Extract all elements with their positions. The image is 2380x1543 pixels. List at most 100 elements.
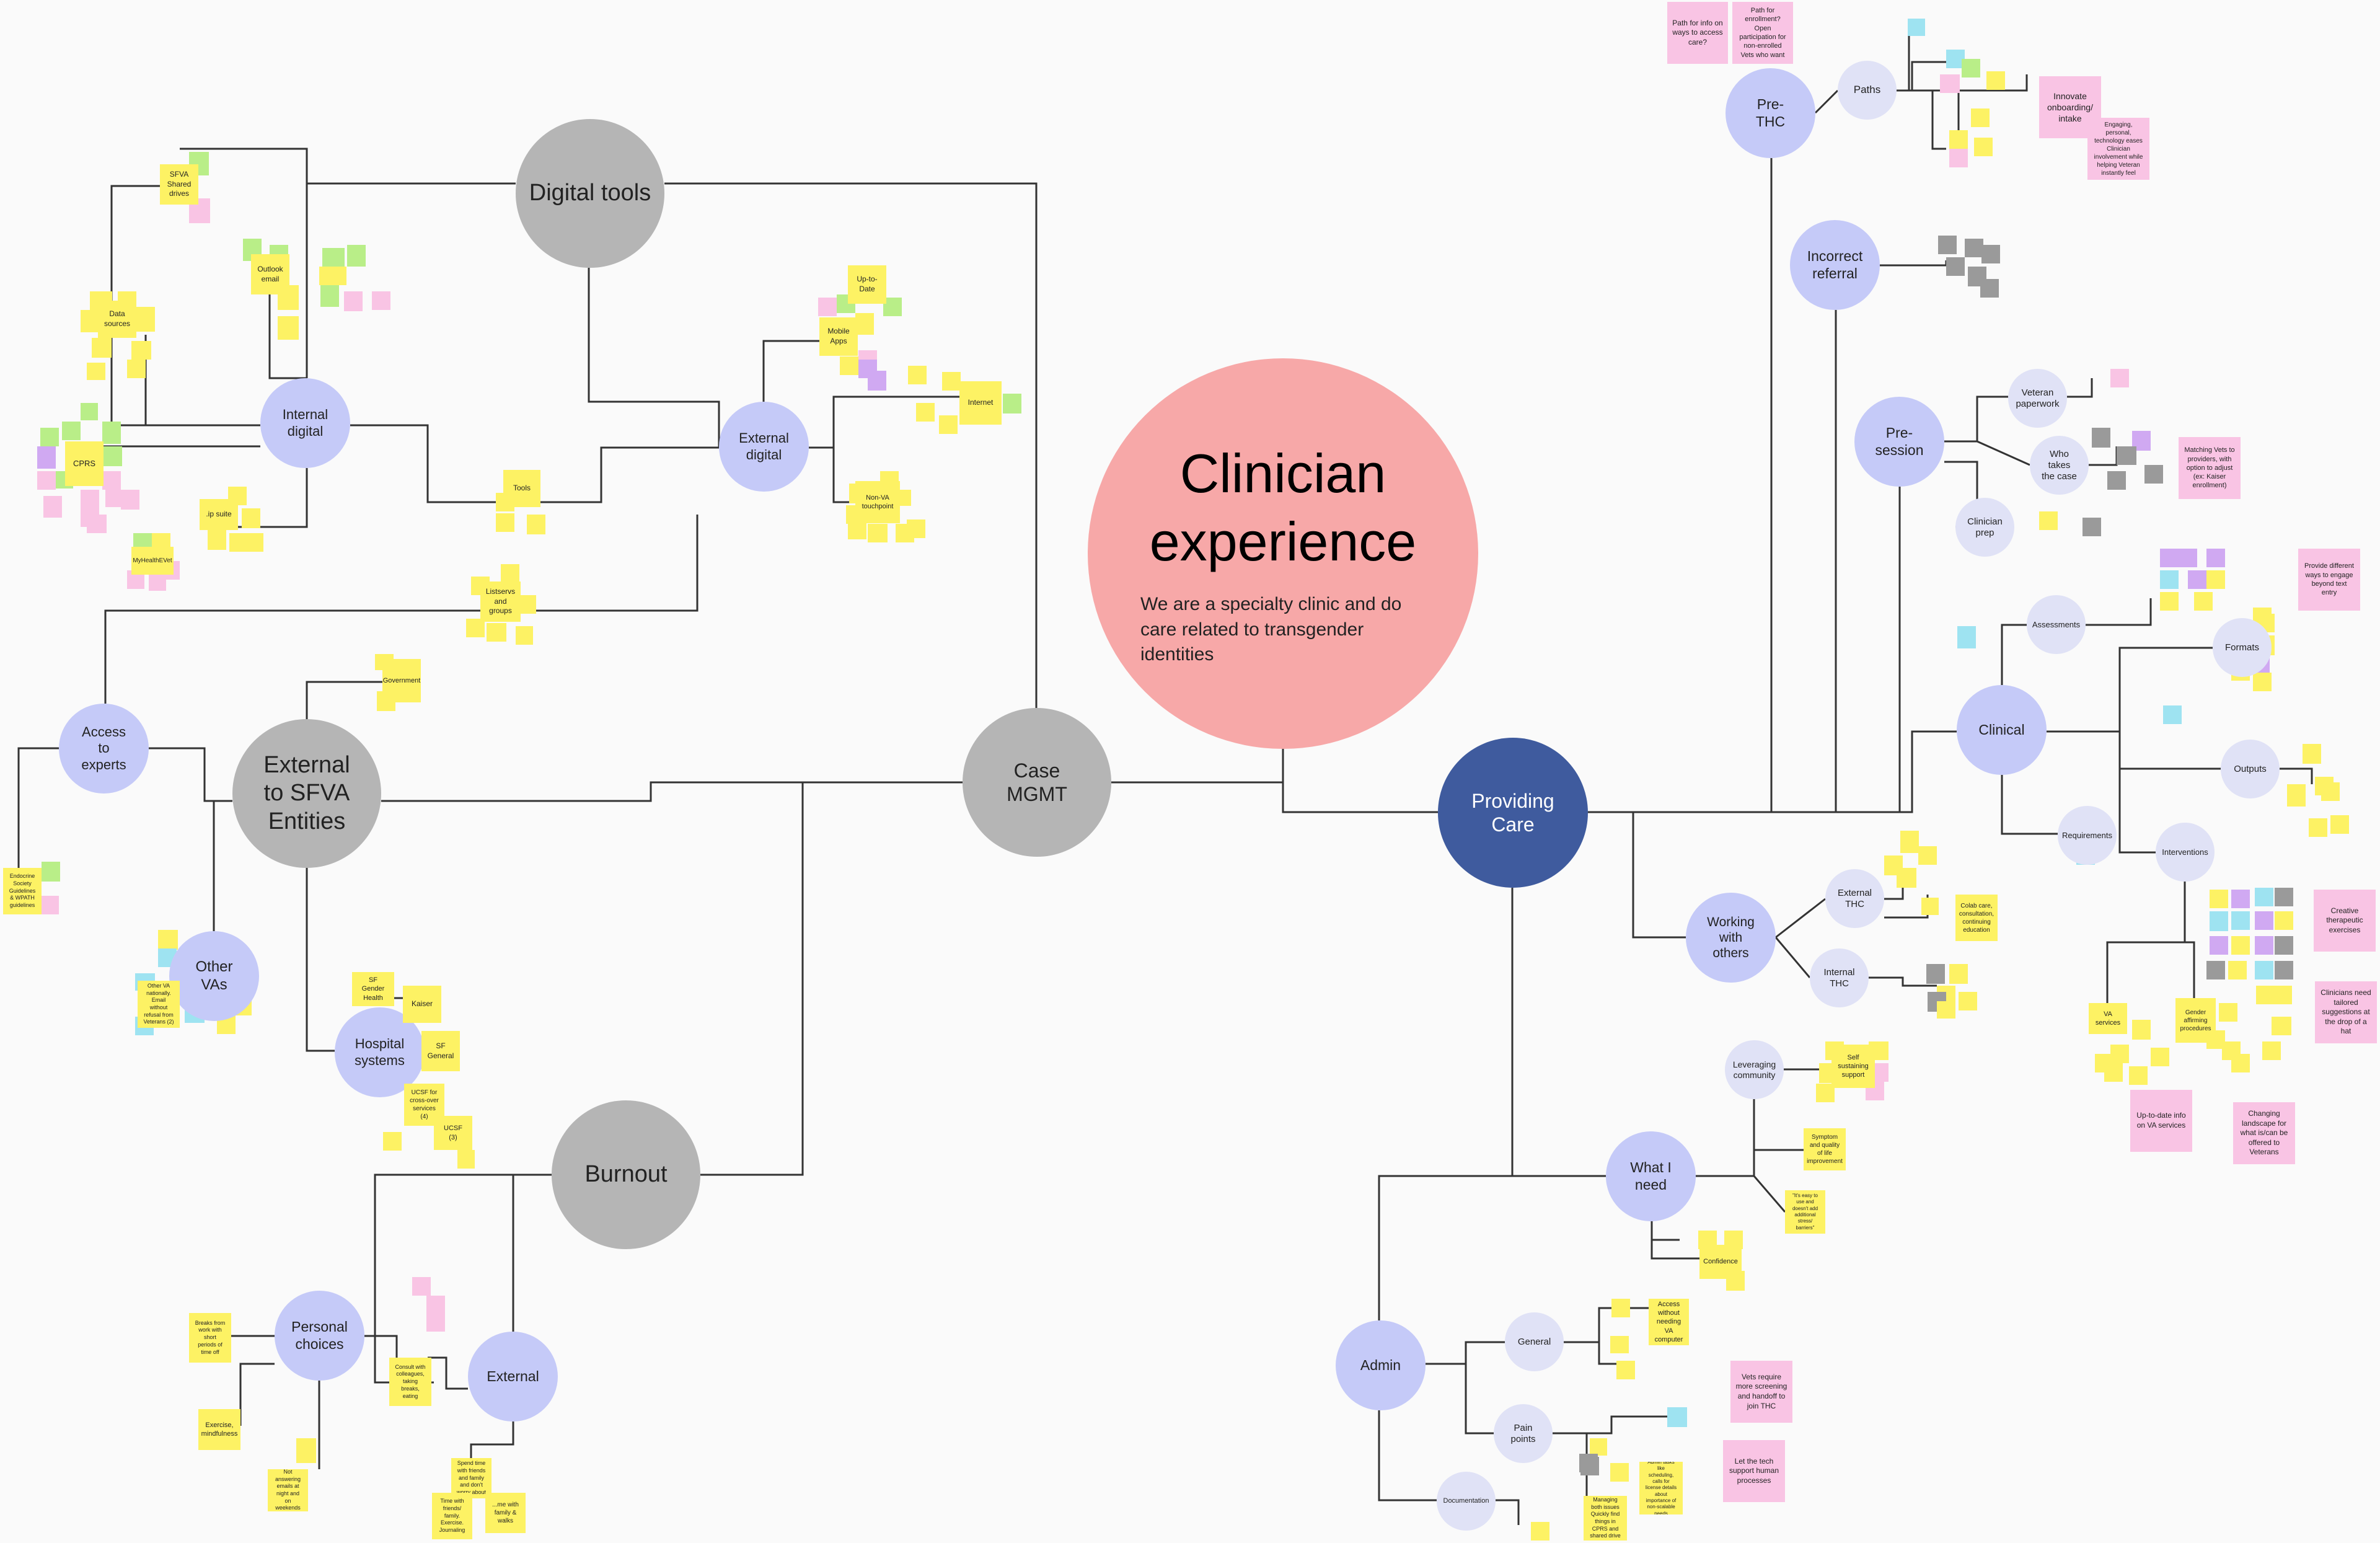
small-sticky-note [496,513,514,532]
note-innovate-onboarding[interactable]: Innovate onboarding/ intake [2039,76,2101,138]
node-documentation[interactable]: Documentation [1437,1472,1496,1531]
note-internet[interactable]: Internet [959,381,1002,425]
note-endocrine-guidelines[interactable]: Endocrine Society Guidelines & WPATH gui… [3,868,42,914]
note-gender-affirming[interactable]: Gender affirming procedures [2175,998,2216,1043]
small-sticky-note [1937,1001,1955,1019]
node-burnout[interactable]: Burnout [552,1100,700,1249]
note-ucsf-cross-over[interactable]: UCSF for cross-over services (4) [404,1084,444,1126]
note-non-va-touchpoint[interactable]: Non-VA touchpoint [855,481,900,523]
node-external-digital[interactable]: External digital [719,402,809,492]
note-path-for-enrollment[interactable]: Path for enrollment? Open participation … [1732,2,1793,64]
note-colab-care[interactable]: Colab care, consultation, continuing edu… [1955,895,1998,941]
small-sticky-note [516,626,533,645]
node-clinical[interactable]: Clinical [1957,685,2047,775]
node-who-takes-the-case[interactable]: Who takes the case [2030,436,2089,495]
note-time-with-friends-family[interactable]: Time with friends/ family. Exercise. Jou… [432,1493,472,1539]
note-kaiser[interactable]: Kaiser [403,986,441,1023]
small-sticky-note [2188,570,2206,589]
node-case-mgmt[interactable]: Case MGMT [963,708,1111,857]
note-matching-vets[interactable]: Matching Vets to providers, with option … [2179,437,2241,499]
connector-line [1774,937,1811,978]
node-providing-care[interactable]: Providing Care [1438,738,1588,888]
small-sticky-note [2275,936,2293,955]
small-sticky-note [501,564,519,583]
node-outputs[interactable]: Outputs [2221,740,2280,798]
note-not-answering-emails[interactable]: Not answering emails at night and on wee… [268,1469,308,1511]
note-breaks-from-work[interactable]: Breaks from work with short periods of t… [189,1313,231,1363]
note-sf-gender-health[interactable]: SF Gender Health [352,972,394,1006]
node-clinician-prep[interactable]: Clinician prep [1955,498,2014,557]
note-data-sources[interactable]: Data sources [98,301,136,338]
node-paths[interactable]: Paths [1838,61,1897,120]
connector-line [149,747,232,802]
node-working-with-others[interactable]: Working with others [1686,893,1776,983]
note-tech-support-human[interactable]: Let the tech support human processes [1723,1440,1785,1502]
node-external-burnout[interactable]: External [468,1332,558,1421]
note-easy-to-use[interactable]: "It's easy to use and doesn't add additi… [1785,1190,1825,1234]
node-formats[interactable]: Formats [2213,618,2272,677]
node-what-i-need[interactable]: What I need [1606,1131,1696,1221]
node-interventions[interactable]: Interventions [2156,823,2215,882]
node-internal-thc[interactable]: Internal THC [1810,948,1869,1007]
small-sticky-note [242,508,260,528]
node-admin[interactable]: Admin [1336,1320,1426,1410]
node-assessments[interactable]: Assessments [2027,595,2086,654]
note-sfva-shared-drives[interactable]: SFVA Shared drives [160,164,198,205]
node-other-vas[interactable]: Other VAs [169,931,259,1021]
note-path-for-info[interactable]: Path for info on ways to access care? [1667,2,1728,64]
note-clinicians-tailored[interactable]: Clinicians need tailored suggestions at … [2315,981,2377,1043]
note-up-to-date-va-services[interactable]: Up-to-date info on VA services [2130,1090,2192,1152]
note-myhealthevet[interactable]: MyHealthEVet [131,547,174,575]
note-creative-therapeutic[interactable]: Creative therapeutic exercises [2314,890,2376,952]
node-internal-digital[interactable]: Internal digital [260,378,350,468]
root-node-clinician-experience[interactable]: Clinician experience We are a specialty … [1088,358,1478,749]
node-veteran-paperwork[interactable]: Veteran paperwork [2008,369,2067,428]
note-exercise-mindfulness[interactable]: Exercise, mindfulness [198,1409,240,1450]
node-incorrect-referral[interactable]: Incorrect referral [1790,220,1880,310]
connector-line [762,340,831,402]
note-changing-landscape[interactable]: Changing landscape for what is/can be of… [2233,1102,2295,1164]
note-vets-require-screening[interactable]: Vets require more screening and handoff … [1730,1361,1792,1423]
node-personal-choices[interactable]: Personal choices [275,1291,364,1381]
note-tools[interactable]: Tools [503,470,540,507]
note-managing-both-issues[interactable]: Managing both issues Quickly find things… [1584,1496,1627,1541]
node-digital-tools[interactable]: Digital tools [516,119,664,268]
note-cprs[interactable]: CPRS [65,441,104,486]
note-symptom-quality-of-life[interactable]: Symptom and quality of life improvement [1804,1128,1846,1170]
node-pre-session[interactable]: Pre-session [1854,397,1944,487]
small-sticky-note [2231,1054,2250,1072]
node-external-thc[interactable]: External THC [1825,869,1884,928]
note-time-with-family-walks[interactable]: ...me with family & walks [485,1493,526,1533]
note-outlook-email[interactable]: Outlook email [251,254,289,294]
node-leveraging-community[interactable]: Leveraging community [1725,1040,1784,1099]
note-ucsf-3[interactable]: UCSF (3) [434,1116,472,1150]
small-sticky-note [2092,428,2110,448]
note-confidence[interactable]: Confidence [1699,1245,1742,1279]
node-requirements[interactable]: Requirements [2058,806,2117,865]
note-access-without-va-computer[interactable]: Access without needing VA computer [1649,1299,1689,1345]
node-general[interactable]: General [1505,1312,1564,1371]
small-sticky-note [372,291,390,310]
note-self-sustaining-support[interactable]: Self sustaining support [1831,1045,1875,1088]
note-government[interactable]: Government [382,659,421,702]
note-sf-general[interactable]: SF General [421,1031,460,1071]
connector-line [2106,882,2186,1003]
connector-line [1426,1341,1505,1365]
node-external-to-sfva-entities[interactable]: External to SFVA Entities [232,719,381,868]
note-admin-tasks[interactable]: Admin tasks like scheduling, calls for l… [1639,1462,1683,1514]
note-spend-time-friends[interactable]: Spend time with friends and family and d… [451,1458,491,1498]
note-ip-suite[interactable]: .ip suite [200,499,238,530]
note-mobile-apps[interactable]: Mobile Apps [819,317,858,356]
connector-line [540,446,719,503]
note-consult-with-colleagues[interactable]: Consult with colleagues, taking breaks, … [389,1358,431,1406]
node-access-to-experts[interactable]: Access to experts [59,704,149,794]
node-pre-thc[interactable]: Pre-THC [1726,68,1815,158]
note-other-va-nationally[interactable]: Other VA nationally. Email without refus… [138,981,180,1028]
note-engaging-personal[interactable]: Engaging, personal, technology eases Cli… [2087,118,2149,180]
note-up-to-date[interactable]: Up-to-Date [848,265,886,304]
small-sticky-note [1610,1463,1629,1482]
note-va-services[interactable]: VA services [2089,1003,2127,1034]
node-pain-points[interactable]: Pain points [1494,1404,1553,1463]
note-different-ways-engage[interactable]: Provide different ways to engage beyond … [2298,549,2360,611]
note-listservs-and-groups[interactable]: Listservs and groups [480,581,521,622]
